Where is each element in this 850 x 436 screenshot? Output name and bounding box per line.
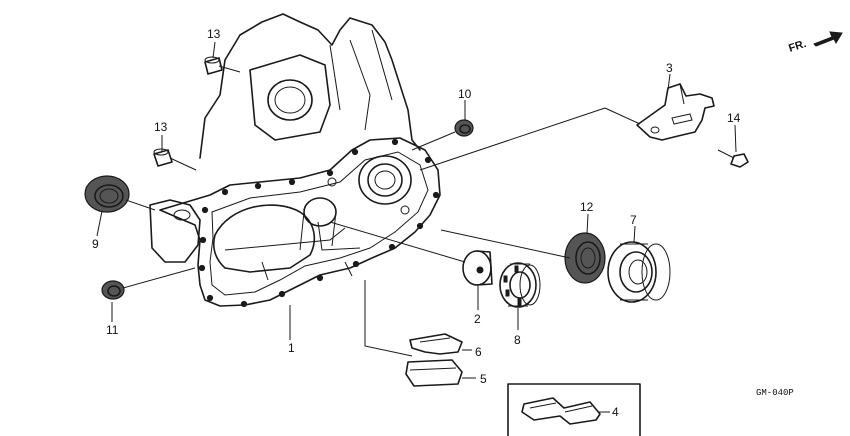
oil-seal-right bbox=[564, 232, 606, 284]
front-direction-marker: FR. bbox=[787, 31, 843, 55]
oil-seal-left bbox=[84, 175, 130, 213]
needle-bearing bbox=[499, 262, 541, 308]
seal-small bbox=[101, 280, 125, 300]
leader-lines bbox=[96, 41, 737, 413]
callout-13-upper: 13 bbox=[207, 27, 221, 41]
clip-set bbox=[507, 383, 641, 436]
callout-10: 10 bbox=[458, 87, 472, 101]
pad bbox=[405, 359, 463, 387]
cap bbox=[462, 250, 493, 286]
callout-9: 9 bbox=[92, 237, 99, 251]
ball-bearing bbox=[607, 241, 671, 303]
callout-3: 3 bbox=[666, 61, 673, 75]
dowel-pin-upper bbox=[204, 56, 223, 75]
callout-6: 6 bbox=[475, 345, 482, 359]
transmission-housing bbox=[149, 13, 441, 308]
callout-labels: 1 2 3 4 5 6 7 8 9 10 11 12 13 13 14 bbox=[92, 27, 741, 419]
callout-14: 14 bbox=[727, 111, 741, 125]
callout-1: 1 bbox=[288, 341, 295, 355]
callout-13-lower: 13 bbox=[154, 120, 168, 134]
diagram-code: GM-040P bbox=[756, 388, 794, 398]
callout-7: 7 bbox=[630, 213, 637, 227]
bolt bbox=[717, 149, 749, 168]
bracket bbox=[636, 83, 715, 141]
clip bbox=[409, 333, 463, 355]
callout-5: 5 bbox=[480, 372, 487, 386]
callout-2: 2 bbox=[474, 312, 481, 326]
dowel-pin-lower bbox=[153, 148, 173, 167]
callout-12: 12 bbox=[580, 200, 594, 214]
callout-11: 11 bbox=[106, 323, 119, 337]
callout-4: 4 bbox=[612, 405, 619, 419]
callout-8: 8 bbox=[514, 333, 521, 347]
oil-seal-upper bbox=[454, 119, 474, 137]
front-arrow-icon bbox=[813, 31, 843, 47]
front-direction-label: FR. bbox=[787, 38, 808, 55]
